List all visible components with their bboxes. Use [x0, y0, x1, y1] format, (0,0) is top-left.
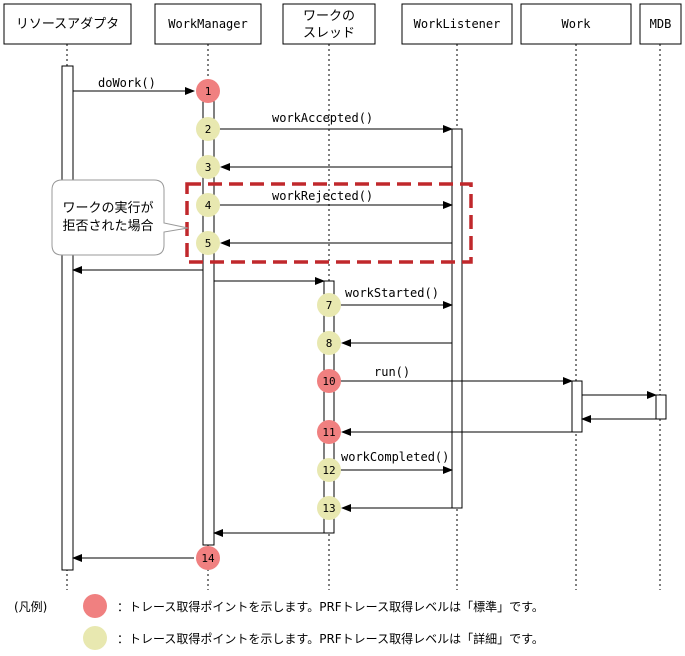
participant-label: リソースアダプタ	[16, 17, 119, 32]
participant-label: Work	[562, 17, 592, 31]
legend-detail-swatch	[83, 626, 107, 650]
trace-point: 7	[317, 293, 341, 317]
svg-text:13: 13	[322, 502, 335, 515]
svg-text:7: 7	[326, 299, 333, 312]
trace-point: 4	[196, 193, 220, 217]
trace-point: 3	[196, 155, 220, 179]
activation-bars	[61, 65, 667, 571]
svg-text:12: 12	[322, 464, 335, 477]
participant-resource-adapter: リソースアダプタ	[3, 3, 132, 45]
participant-label: WorkManager	[168, 17, 247, 31]
participant-label: スレッド	[303, 26, 355, 41]
legend-standard-swatch	[83, 594, 107, 618]
message-label-doWork: doWork()	[98, 76, 156, 90]
trace-points: 1 2 3 4 5 7 8 10 11 12 13 14	[196, 79, 341, 570]
note-line: ワークの実行が	[62, 200, 153, 216]
trace-point: 14	[196, 546, 220, 570]
svg-text:5: 5	[205, 237, 212, 250]
participant-mdb: MDB	[639, 3, 682, 45]
message-label-workStarted: workStarted()	[345, 286, 439, 300]
message-label-workCompleted: workCompleted()	[341, 450, 449, 464]
participant-label: ワークの	[303, 9, 355, 24]
participant-work-listener: WorkListener	[401, 3, 513, 45]
messages	[72, 87, 657, 562]
participant-work-thread: ワークの スレッド	[282, 3, 376, 45]
message-label-workRejected: workRejected()	[272, 189, 373, 203]
svg-text:10: 10	[322, 375, 335, 388]
svg-text:1: 1	[205, 85, 212, 98]
svg-text:4: 4	[205, 199, 212, 212]
trace-point: 2	[196, 117, 220, 141]
trace-point: 12	[317, 458, 341, 482]
svg-text:11: 11	[322, 426, 335, 439]
message-label-run: run()	[374, 365, 410, 379]
legend-title: (凡例)	[14, 600, 47, 614]
trace-point: 8	[317, 331, 341, 355]
participant-work-manager: WorkManager	[154, 3, 262, 45]
trace-point: 10	[317, 369, 341, 393]
svg-text:2: 2	[205, 123, 212, 136]
svg-text:14: 14	[201, 552, 215, 565]
svg-text:8: 8	[326, 337, 333, 350]
legend-standard-text: ：トレース取得ポイントを示します。PRFトレース取得レベルは「標準」です。	[117, 599, 544, 614]
rejection-highlight-box	[185, 182, 473, 264]
svg-text:3: 3	[205, 161, 212, 174]
note-callout: ワークの実行が 拒否された場合	[51, 179, 189, 256]
participant-label: MDB	[650, 17, 672, 31]
legend: (凡例) ：トレース取得ポイントを示します。PRFトレース取得レベルは「標準」で…	[14, 594, 544, 650]
participant-work: Work	[520, 3, 632, 45]
trace-point: 13	[317, 496, 341, 520]
trace-point: 11	[317, 420, 341, 444]
trace-point: 5	[196, 231, 220, 255]
trace-point: 1	[196, 79, 220, 103]
message-label-workAccepted: workAccepted()	[272, 111, 373, 125]
note-line: 拒否された場合	[62, 219, 153, 234]
participant-label: WorkListener	[414, 17, 501, 31]
legend-detail-text: ：トレース取得ポイントを示します。PRFトレース取得レベルは「詳細」です。	[117, 631, 544, 646]
